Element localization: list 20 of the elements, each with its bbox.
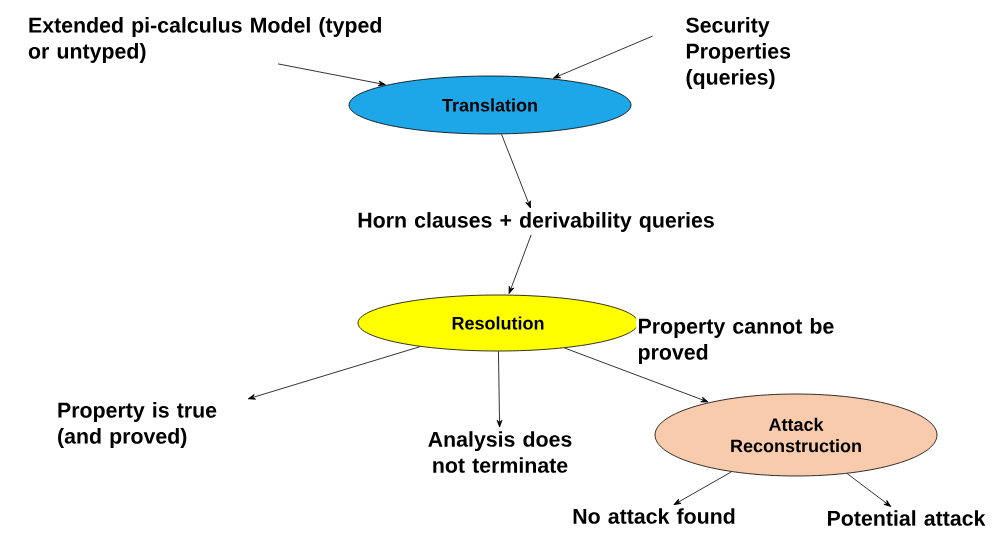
edge-label: Property cannot be proved [638, 318, 834, 364]
arrow [496, 351, 503, 428]
text-label: No attack found [573, 508, 735, 524]
arrow [247, 346, 421, 400]
arrow [673, 471, 732, 506]
text-label: Analysis does not terminate [428, 431, 572, 473]
arrow [501, 133, 531, 209]
arrow [553, 35, 653, 79]
arrow [508, 234, 532, 294]
text-label: Potential attack [828, 510, 986, 526]
text-label: Security Properties (queries) [686, 17, 791, 89]
ellipse-node: Resolution [357, 294, 639, 352]
arrow [564, 347, 709, 403]
ellipse-node: Translation [348, 75, 632, 135]
text-label: Extended pi-calculus Model (typed or untyped) [28, 17, 381, 63]
arrow [846, 473, 892, 507]
text-label: Horn clauses + derivability queries [358, 212, 714, 232]
text-label: Property is true (and proved) [58, 402, 217, 448]
ellipse-node: Attack Reconstruction [654, 393, 938, 477]
arrow [277, 63, 386, 87]
